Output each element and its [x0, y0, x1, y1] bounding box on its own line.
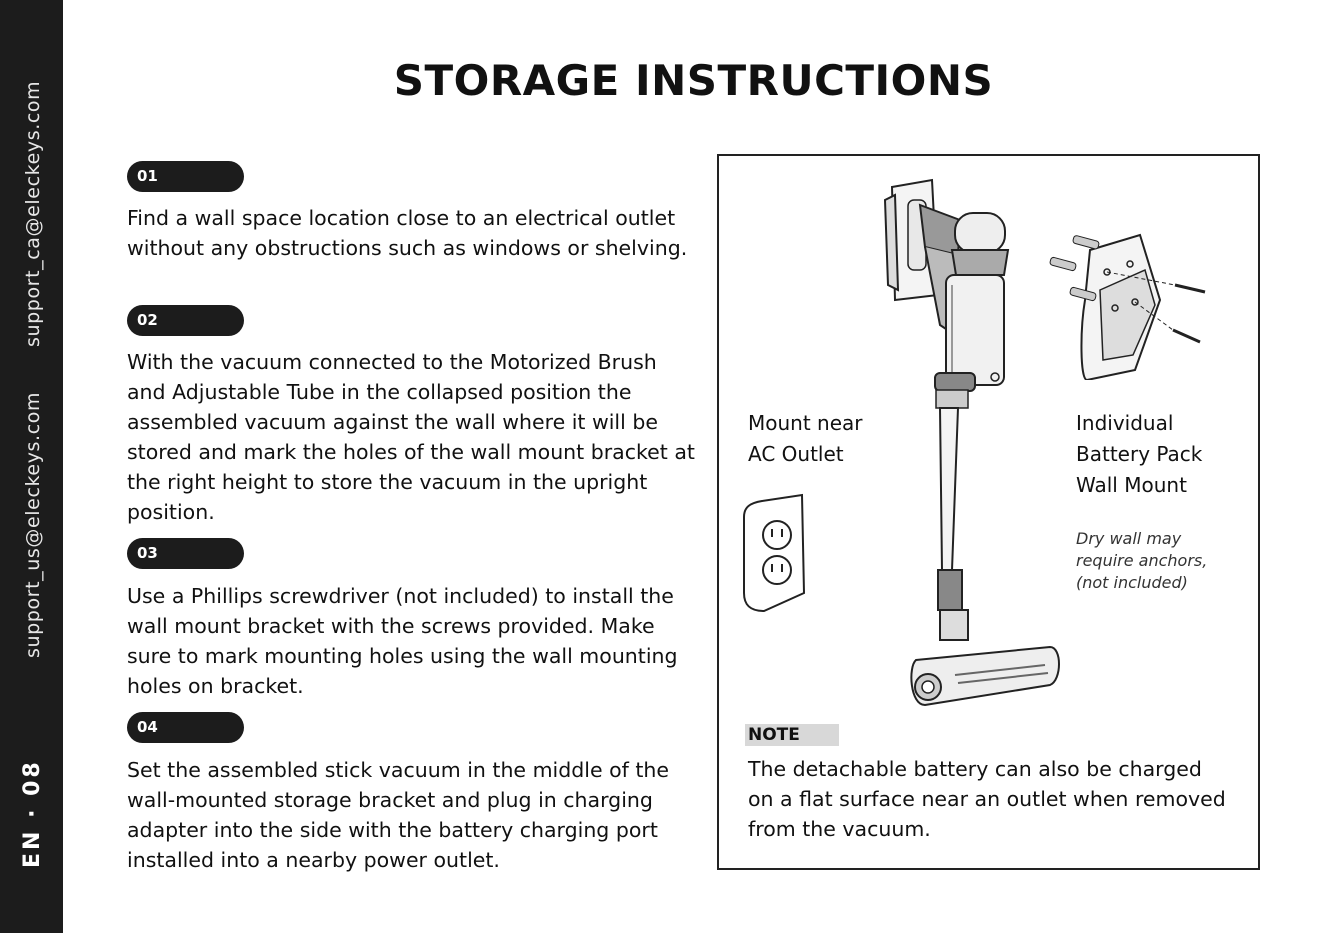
step-1-badge: 01 [127, 161, 244, 192]
step-3-text: Use a Phillips screwdriver (not included… [127, 584, 678, 698]
step-4-badge: 04 [127, 712, 244, 743]
note-text: The detachable battery can also be charg… [748, 757, 1226, 841]
note-badge: NOTE [745, 724, 839, 746]
page-number: EN · 08 [20, 759, 45, 868]
step-1-text: Find a wall space location close to an e… [127, 206, 688, 260]
ac-outlet-illustration [743, 493, 806, 613]
support-us-email[interactable]: support_us@eleckeys.com [22, 391, 44, 658]
step-4-text: Set the assembled stick vacuum in the mi… [127, 758, 669, 872]
battery-mount-label: Individual Battery Pack Wall Mount [1076, 411, 1203, 497]
step-2-text: With the vacuum connected to the Motoriz… [127, 350, 695, 524]
anchor-note: Dry wall may require anchors, (not inclu… [1076, 529, 1208, 592]
support-ca-email[interactable]: support_ca@eleckeys.com [22, 80, 44, 347]
diagram-panel [717, 154, 1260, 870]
step-3-badge: 03 [127, 538, 244, 569]
sidebar: support_us@eleckeys.com support_ca@eleck… [0, 0, 63, 933]
vacuum-illustration [883, 178, 1060, 707]
page-title: STORAGE INSTRUCTIONS [393, 56, 994, 105]
mount-label: Mount near AC Outlet [748, 411, 863, 466]
step-2-badge: 02 [127, 305, 244, 336]
battery-mount-illustration [1049, 233, 1206, 380]
